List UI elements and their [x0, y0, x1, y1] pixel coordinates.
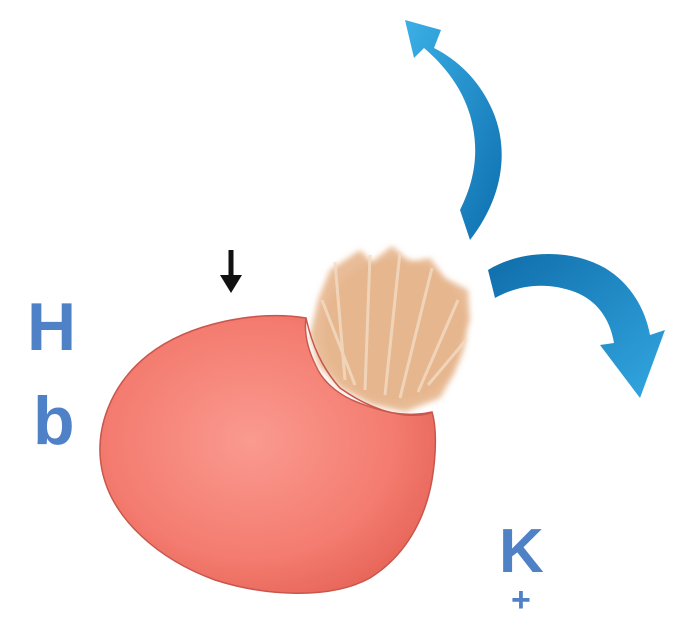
hemoglobin-label-b: b: [33, 387, 75, 455]
potassium-label: K: [499, 521, 544, 583]
curved-arrow-icon: [488, 254, 665, 398]
potassium-charge-label: +: [511, 583, 531, 617]
curved-arrow-icon: [405, 20, 502, 240]
hemoglobin-label-h: H: [27, 293, 76, 361]
down-arrow-icon: [220, 250, 242, 293]
